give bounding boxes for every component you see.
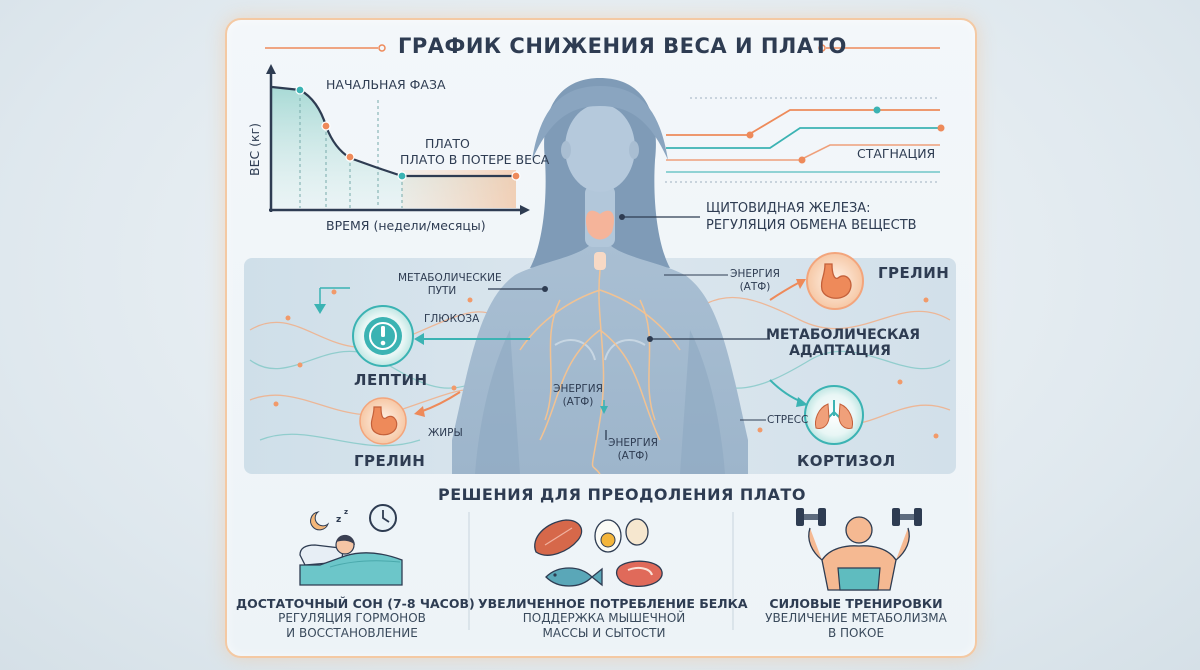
leptin-label: ЛЕПТИН xyxy=(354,371,428,389)
graph-y-label: ВЕС (кг) xyxy=(247,122,262,176)
solution-sleep: ДОСТАТОЧНЫЙ СОН (7-8 ЧАСОВ) РЕГУЛЯЦИЯ ГО… xyxy=(236,596,475,640)
solutions-heading: РЕШЕНИЯ ДЛЯ ПРЕОДОЛЕНИЯ ПЛАТО xyxy=(438,485,806,504)
stomach-icon xyxy=(806,252,864,310)
stress-label: СТРЕСС xyxy=(767,414,809,426)
woman-figure xyxy=(452,78,748,474)
energy-bottom-label: ЭНЕРГИЯ (АТФ) xyxy=(608,437,658,462)
svg-text:z: z xyxy=(336,515,341,525)
dumbbell-icon xyxy=(796,508,922,591)
plateau-loss-label: ПЛАТО В ПОТЕРЕ ВЕСА xyxy=(400,152,550,167)
graph-x-label: ВРЕМЯ (недели/месяцы) xyxy=(326,218,486,233)
stagnation-lines xyxy=(665,97,945,183)
leader-lines xyxy=(488,214,770,421)
energy-network xyxy=(519,269,681,475)
glucose-label: ГЛЮКОЗА xyxy=(424,313,480,325)
sleeping-person-icon: z z xyxy=(299,504,403,586)
fats-label: ЖИРЫ xyxy=(428,427,463,439)
solution-training: СИЛОВЫЕ ТРЕНИРОВКИ УВЕЛИЧЕНИЕ МЕТАБОЛИЗМ… xyxy=(765,596,947,640)
metabolic-pathways-label: МЕТАБОЛИЧЕСКИЕ ПУТИ xyxy=(398,272,502,297)
weight-loss-graph xyxy=(266,64,530,215)
cortisol-label: КОРТИЗОЛ xyxy=(797,452,896,470)
lungs-icon xyxy=(804,385,864,445)
alert-icon xyxy=(380,326,386,346)
ghrelin-right-label: ГРЕЛИН xyxy=(878,264,950,282)
title-decoration xyxy=(265,44,940,52)
flow-arrows xyxy=(314,279,808,440)
ghrelin-left-label: ГРЕЛИН xyxy=(354,452,426,470)
svg-text:z: z xyxy=(344,508,348,516)
energy-right-label: ЭНЕРГИЯ (АТФ) xyxy=(730,268,780,293)
protein-foods-icon xyxy=(534,518,663,587)
page-title: ГРАФИК СНИЖЕНИЯ ВЕСА И ПЛАТО xyxy=(398,34,847,58)
initial-phase-label: НАЧАЛЬНАЯ ФАЗА xyxy=(326,77,446,92)
metabolic-adaptation-label: МЕТАБОЛИЧЕСКАЯ АДАПТАЦИЯ xyxy=(766,327,921,359)
plateau-label: ПЛАТО xyxy=(425,136,470,151)
stagnation-label: СТАГНАЦИЯ xyxy=(857,146,936,161)
energy-center-label: ЭНЕРГИЯ (АТФ) xyxy=(553,383,603,408)
thyroid-title: ЩИТОВИДНАЯ ЖЕЛЕЗА: xyxy=(706,201,871,216)
solution-protein: УВЕЛИЧЕННОЕ ПОТРЕБЛЕНИЕ БЕЛКА ПОДДЕРЖКА … xyxy=(478,596,748,640)
stomach-icon xyxy=(359,397,407,445)
thyroid-subtitle: РЕГУЛЯЦИЯ ОБМЕНА ВЕЩЕСТВ xyxy=(706,218,917,233)
